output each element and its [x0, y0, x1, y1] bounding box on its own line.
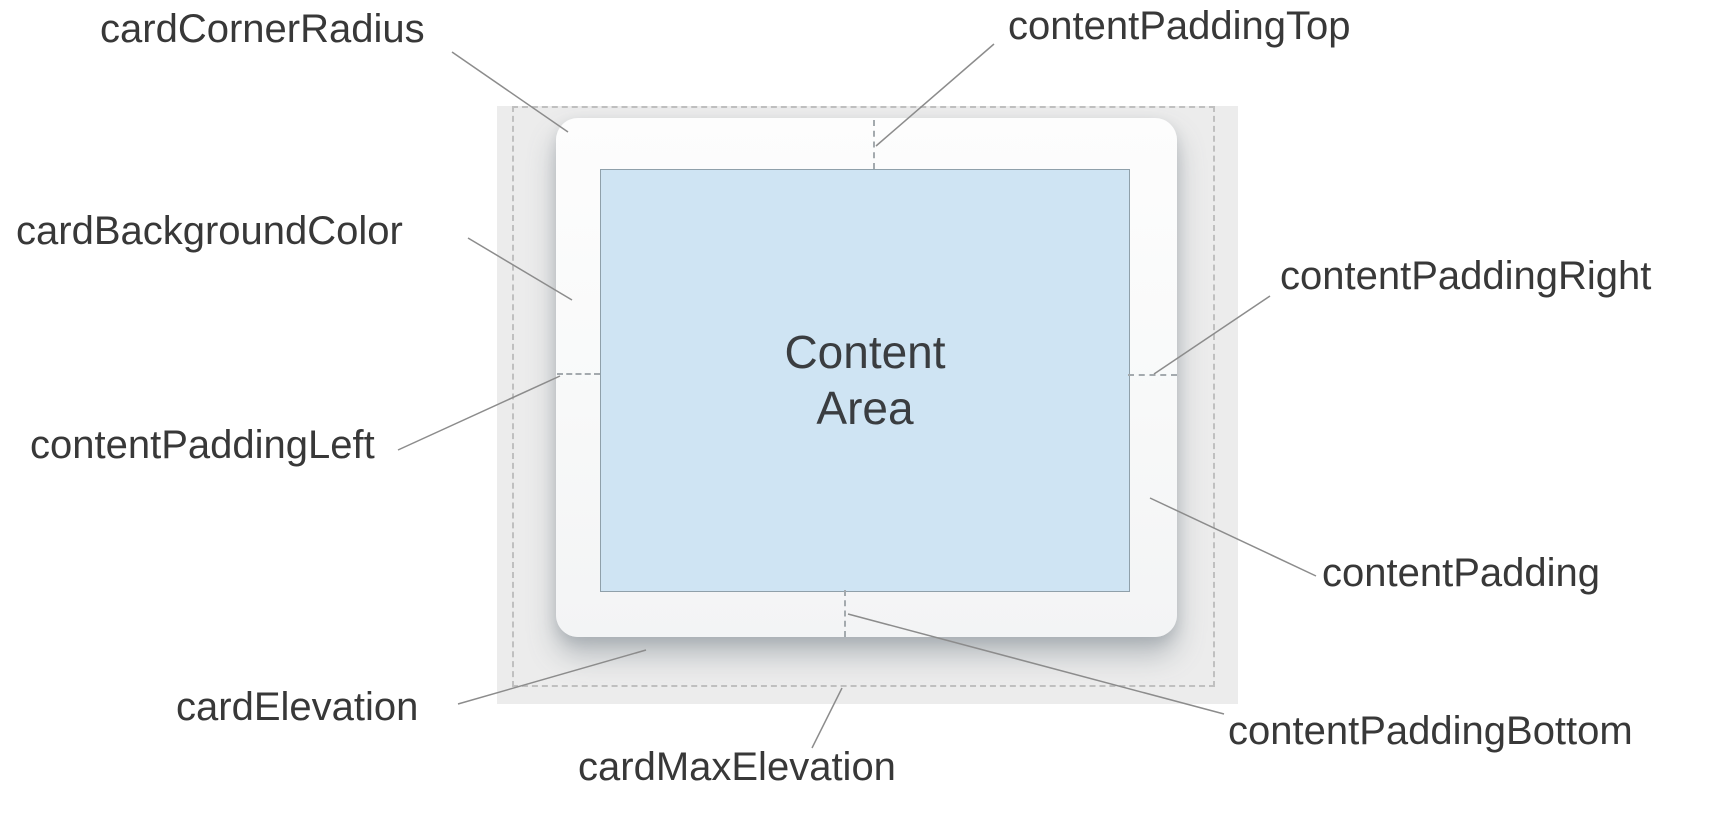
callout-label-contentPaddingRight: contentPaddingRight	[1280, 254, 1652, 298]
callout-label-cardBackgroundColor: cardBackgroundColor	[16, 209, 403, 253]
max-elevation-region: Content Area	[497, 106, 1238, 704]
callout-label-contentPaddingTop: contentPaddingTop	[1008, 4, 1351, 48]
callout-label-cardElevation: cardElevation	[176, 685, 419, 729]
padding-indicator-left	[557, 373, 600, 375]
padding-indicator-top	[873, 120, 875, 169]
content-area-text-line2: Area	[816, 381, 914, 434]
content-area-text-line1: Content	[784, 326, 946, 379]
callout-label-contentPaddingBottom: contentPaddingBottom	[1228, 709, 1633, 753]
padding-indicator-bottom	[844, 590, 846, 637]
callout-label-cardCornerRadius: cardCornerRadius	[100, 7, 425, 51]
callout-label-cardMaxElevation: cardMaxElevation	[578, 745, 896, 789]
card: Content Area	[556, 118, 1177, 637]
callout-label-contentPadding: contentPadding	[1322, 551, 1601, 595]
callout-label-contentPaddingLeft: contentPaddingLeft	[30, 423, 375, 467]
padding-indicator-right	[1128, 374, 1177, 376]
card-content-area: Content Area	[600, 169, 1130, 592]
